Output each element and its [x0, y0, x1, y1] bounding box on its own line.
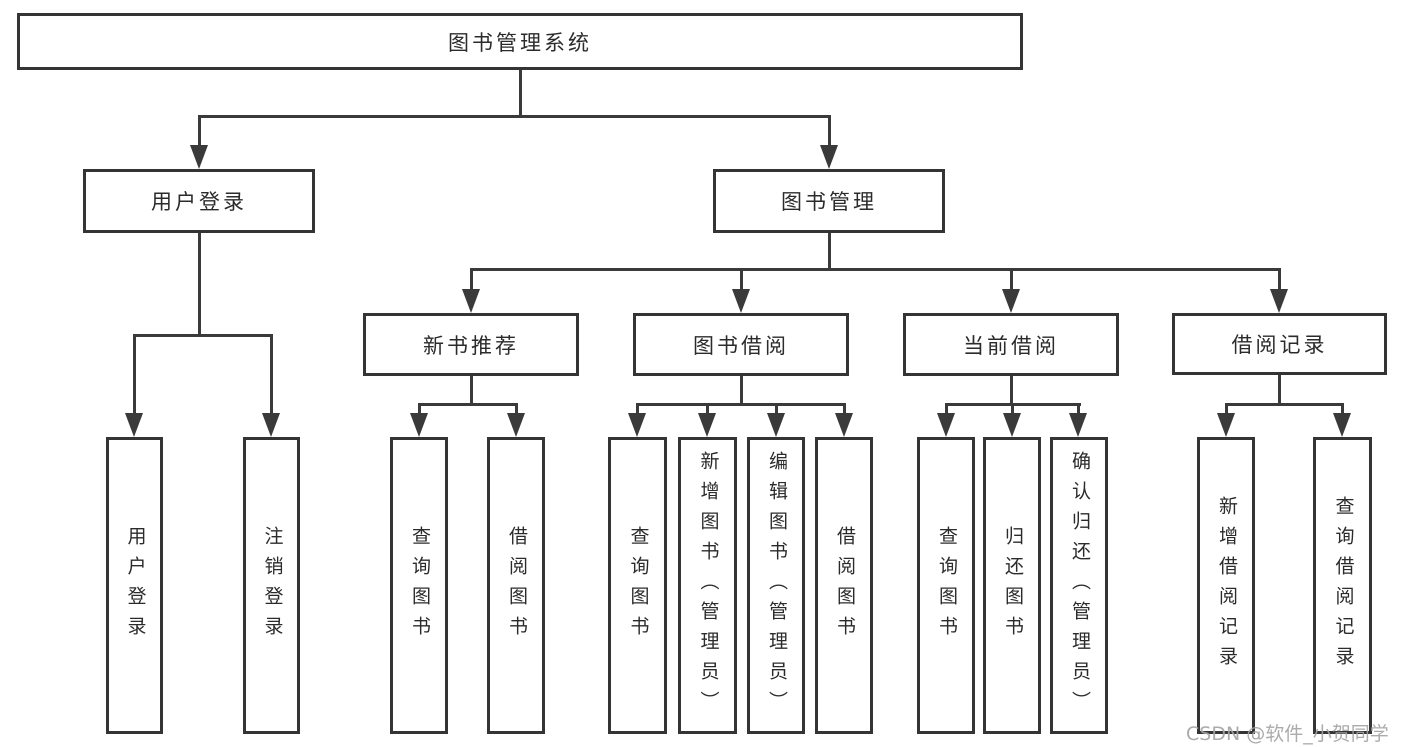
arrowhead-book-borrow	[732, 289, 750, 313]
connector-bm-stub	[828, 233, 831, 271]
arrowhead-bb-leaf-3	[767, 413, 785, 437]
connector-cb-stub	[1010, 376, 1013, 406]
leaf-br-query-record-box: 查询借阅记录	[1313, 437, 1372, 734]
connector-br-stem-2	[1341, 403, 1344, 415]
leaf-nbr-borrow-books-label: 借阅图书	[505, 525, 528, 646]
connector-cb-stem-2	[1011, 403, 1014, 415]
arrowhead-user-login	[190, 145, 208, 169]
leaf-bb-query-books-box: 查询图书	[608, 437, 667, 734]
arrowhead-borrow-records	[1270, 289, 1288, 313]
connector-bm-stem-4	[1278, 268, 1281, 292]
connector-br-stem-1	[1225, 403, 1228, 415]
leaf-br-add-record-box: 新增借阅记录	[1197, 437, 1255, 734]
arrowhead-ul-leaf-1	[125, 413, 143, 437]
arrowhead-current-borrow	[1002, 289, 1020, 313]
branch-book-management-box: 图书管理	[713, 169, 945, 233]
connector-root-stub	[519, 70, 522, 118]
arrowhead-br-leaf-2	[1333, 413, 1351, 437]
node-borrow-records-box: 借阅记录	[1172, 313, 1387, 375]
node-borrow-records-label: 借阅记录	[1231, 333, 1328, 357]
connector-nbr-stem-1	[418, 403, 421, 415]
connector-ul-stub	[198, 233, 201, 337]
leaf-br-add-record-label: 新增借阅记录	[1215, 495, 1238, 676]
connector-nbr-hline	[418, 403, 518, 406]
leaf-bb-borrow-books-label: 借阅图书	[833, 525, 856, 646]
connector-user-login-stem	[198, 115, 201, 147]
leaf-bb-add-books-admin-label: 新增图书（管理员）	[697, 450, 720, 721]
arrowhead-bb-leaf-4	[835, 413, 853, 437]
connector-nbr-stem-2	[515, 403, 518, 415]
connector-cb-stem-1	[945, 403, 948, 415]
arrowhead-book-mgmt	[820, 145, 838, 169]
node-new-book-recommend-label: 新书推荐	[423, 333, 519, 358]
leaf-cb-confirm-return-admin-box: 确认归还（管理员）	[1050, 437, 1108, 734]
connector-book-mgmt-stem	[828, 115, 831, 147]
leaf-bb-edit-books-admin-label: 编辑图书（管理员）	[765, 450, 788, 721]
leaf-bb-add-books-admin-box: 新增图书（管理员）	[678, 437, 737, 734]
leaf-nbr-borrow-books-box: 借阅图书	[487, 437, 545, 734]
leaf-user-login-box: 用户登录	[106, 437, 163, 734]
connector-bb-stem-1	[636, 403, 639, 415]
connector-bb-stub	[740, 376, 743, 406]
connector-bb-hline	[636, 403, 846, 406]
connector-br-hline	[1225, 403, 1344, 406]
leaf-bb-query-books-label: 查询图书	[627, 525, 650, 646]
connector-root-hline	[198, 115, 831, 118]
branch-book-management-label: 图书管理	[781, 190, 877, 214]
leaf-nbr-query-books-label: 查询图书	[408, 525, 431, 646]
leaf-logout-label: 注销登录	[261, 525, 284, 646]
leaf-bb-edit-books-admin-box: 编辑图书（管理员）	[747, 437, 805, 734]
node-new-book-recommend-box: 新书推荐	[363, 313, 579, 376]
arrowhead-nbr-leaf-2	[507, 413, 525, 437]
arrowhead-cb-leaf-1	[937, 413, 955, 437]
connector-bm-hline	[470, 268, 1281, 271]
leaf-cb-return-books-box: 归还图书	[983, 437, 1041, 734]
branch-user-login-box: 用户登录	[83, 169, 315, 233]
leaf-cb-query-books-box: 查询图书	[917, 437, 975, 734]
connector-bb-stem-3	[775, 403, 778, 415]
arrowhead-nbr-leaf-1	[410, 413, 428, 437]
leaf-logout-box: 注销登录	[243, 437, 300, 734]
arrowhead-bb-leaf-2	[698, 413, 716, 437]
node-book-borrow-box: 图书借阅	[633, 313, 849, 376]
leaf-bb-borrow-books-box: 借阅图书	[815, 437, 873, 734]
node-current-borrow-box: 当前借阅	[903, 313, 1119, 376]
arrowhead-ul-leaf-2	[262, 413, 280, 437]
connector-bb-stem-2	[706, 403, 709, 415]
connector-ul-hline	[133, 334, 273, 337]
node-current-borrow-label: 当前借阅	[963, 333, 1059, 358]
watermark: CSDN @软件_小贺同学	[1186, 723, 1389, 745]
connector-cb-stem-3	[1077, 403, 1080, 415]
connector-bm-stem-1	[470, 268, 473, 292]
leaf-user-login-label: 用户登录	[124, 525, 147, 646]
leaf-nbr-query-books-box: 查询图书	[390, 437, 448, 734]
connector-bm-stem-2	[740, 268, 743, 292]
arrowhead-br-leaf-1	[1217, 413, 1235, 437]
arrowhead-new-book-recommend	[462, 289, 480, 313]
connector-ul-stem-2	[270, 334, 273, 415]
arrowhead-cb-leaf-3	[1069, 413, 1087, 437]
connector-ul-stem-1	[133, 334, 136, 415]
arrowhead-cb-leaf-2	[1003, 413, 1021, 437]
connector-nbr-stub	[470, 376, 473, 406]
connector-bm-stem-3	[1010, 268, 1013, 292]
node-book-borrow-label: 图书借阅	[693, 333, 789, 358]
leaf-br-query-record-label: 查询借阅记录	[1332, 495, 1355, 676]
root-box: 图书管理系统	[17, 13, 1023, 70]
connector-bb-stem-4	[843, 403, 846, 415]
leaf-cb-return-books-label: 归还图书	[1001, 525, 1024, 646]
branch-user-login-label: 用户登录	[151, 190, 247, 214]
leaf-cb-query-books-label: 查询图书	[935, 525, 958, 646]
leaf-cb-confirm-return-admin-label: 确认归还（管理员）	[1068, 450, 1091, 721]
root-label: 图书管理系统	[448, 30, 592, 55]
connector-br-stub	[1278, 375, 1281, 406]
arrowhead-bb-leaf-1	[628, 413, 646, 437]
